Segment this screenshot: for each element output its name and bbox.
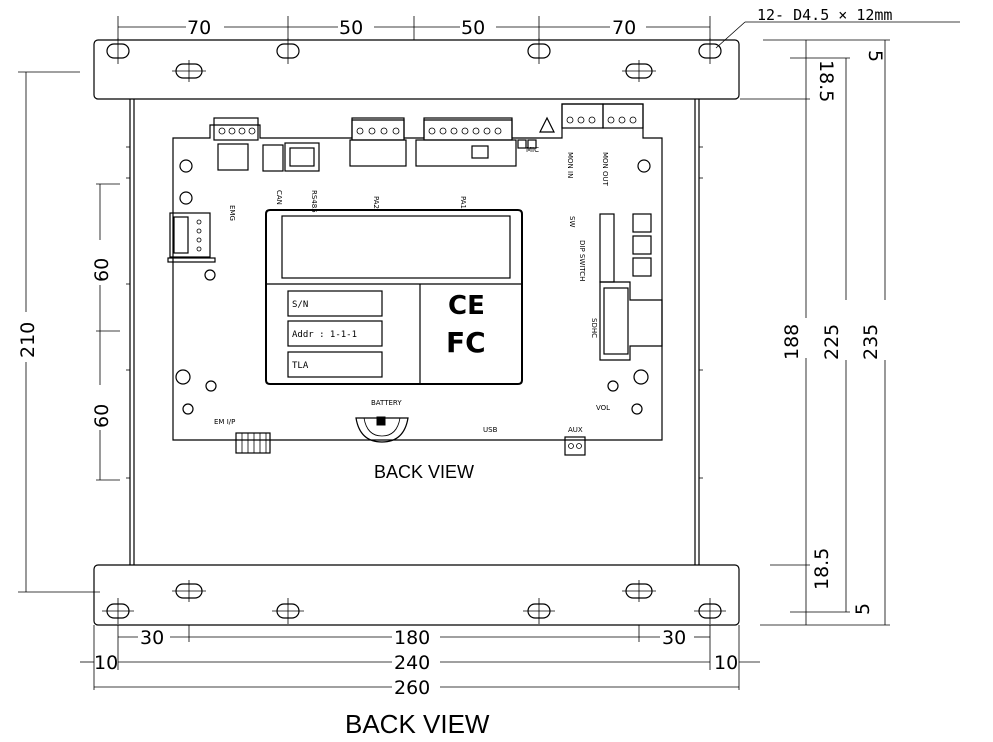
dim-left-60-bottom: 60 xyxy=(91,404,113,428)
dim-top-50-left: 50 xyxy=(339,17,363,39)
mic-label: MIC xyxy=(526,146,539,154)
mon-terminals xyxy=(561,103,644,129)
dim-top-70-left: 70 xyxy=(187,17,211,39)
sn-label: S/N xyxy=(292,300,308,310)
dim-right-5-bottom: 5 xyxy=(852,603,874,615)
inner-caption: BACK VIEW xyxy=(374,462,474,482)
mounting-slot xyxy=(276,38,300,64)
mounting-slot xyxy=(523,598,555,624)
left-connector xyxy=(169,212,211,258)
mounting-slot xyxy=(527,38,551,64)
plate-marks xyxy=(126,146,703,479)
fcc-mark: FC xyxy=(446,326,486,359)
dip-header xyxy=(599,213,652,283)
rs485-label: RS485 xyxy=(310,190,318,213)
sw-label: SW xyxy=(568,216,576,227)
pa1-label: PA1 xyxy=(459,196,467,209)
can-terminal xyxy=(262,142,320,172)
dim-bottom-10-right: 10 xyxy=(714,652,738,674)
top-bracket xyxy=(93,38,740,100)
dim-bottom-30-left: 30 xyxy=(140,627,164,649)
sdhc-slot xyxy=(599,281,663,361)
addr-label: Addr : 1-1-1 xyxy=(292,330,357,340)
tla-box xyxy=(287,351,383,378)
bottom-dimension-lines xyxy=(80,625,760,690)
dim-bottom-30-right: 30 xyxy=(662,627,686,649)
outer-caption: BACK VIEW xyxy=(345,709,490,739)
sn-box xyxy=(287,290,383,317)
hole-note: 12- D4.5 × 12mm xyxy=(757,6,892,24)
mounting-slot xyxy=(102,598,134,624)
vol-label: VOL xyxy=(596,404,610,412)
dim-right-235: 235 xyxy=(860,324,882,360)
dim-right-18-5-bottom: 18.5 xyxy=(811,548,833,590)
pa1-terminal xyxy=(415,117,517,167)
mounting-slot xyxy=(172,580,206,602)
dim-bottom-260: 260 xyxy=(394,677,430,699)
dim-right-225: 225 xyxy=(821,324,843,360)
dim-left-210: 210 xyxy=(17,322,39,358)
mon-in-label: MON IN xyxy=(566,152,574,178)
dim-right-188: 188 xyxy=(781,324,803,360)
battery-label: BATTERY xyxy=(371,399,402,407)
mounting-slot xyxy=(622,580,656,602)
mounting-slot xyxy=(172,60,206,82)
dim-right-5-top: 5 xyxy=(864,50,886,62)
mounting-slot xyxy=(622,60,656,82)
aux-label: AUX xyxy=(568,426,583,434)
mounting-slot xyxy=(106,38,130,64)
aux-connector xyxy=(564,436,586,456)
bottom-bracket xyxy=(93,564,740,626)
emg-label: EMG xyxy=(228,205,236,221)
battery-holder xyxy=(355,416,409,443)
hole-callout-leader xyxy=(715,21,960,49)
mounting-slot xyxy=(698,38,722,64)
pa2-label: PA2 xyxy=(372,196,380,209)
warning-icon xyxy=(539,116,555,133)
dim-bottom-180: 180 xyxy=(394,627,430,649)
can-label: CAN xyxy=(275,190,283,205)
dim-right-18-5-top: 18.5 xyxy=(815,60,837,102)
top-dimension-line xyxy=(117,16,711,40)
sdhc-label: SDHC xyxy=(590,318,598,338)
mon-out-label: MON OUT xyxy=(601,152,609,187)
em-ip-connector xyxy=(235,432,271,454)
dim-bottom-240: 240 xyxy=(394,652,430,674)
emg-terminal xyxy=(213,117,259,171)
em-ip-label: EM I/P xyxy=(214,418,235,426)
dim-top-70-right: 70 xyxy=(612,17,636,39)
tla-label: TLA xyxy=(292,361,309,371)
dim-bottom-10-left: 10 xyxy=(94,652,118,674)
dim-top-50-right: 50 xyxy=(461,17,485,39)
ce-mark: CE xyxy=(448,291,485,321)
addr-box xyxy=(287,320,383,347)
pcb-board: S/N Addr : 1-1-1 TLA CE FC BATTERY EM I/… xyxy=(167,103,663,456)
mounting-slot xyxy=(272,598,304,624)
mounting-slot xyxy=(694,598,726,624)
left-dimension-lines xyxy=(18,71,120,593)
pa2-terminal xyxy=(349,117,407,167)
right-dimension-lines xyxy=(740,39,890,626)
usb-label: USB xyxy=(483,426,498,434)
dim-left-60-top: 60 xyxy=(91,258,113,282)
dip-label: DIP SWITCH xyxy=(578,240,586,281)
lcd-window xyxy=(265,209,523,385)
back-plate xyxy=(129,99,700,565)
